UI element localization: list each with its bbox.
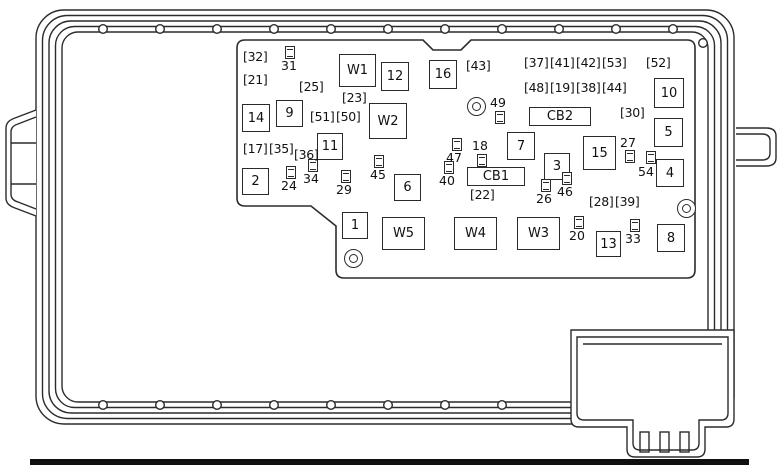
fuse-number-20: 20 [569,228,585,243]
fuse-number-18: 18 [472,138,488,153]
slot-11: 11 [317,133,343,160]
fuse-number-54: 54 [638,164,654,179]
right-tab-outline-1 [736,127,777,167]
fuse-number-27: 27 [620,135,636,150]
slot-w4: W4 [454,217,497,250]
fuse-icon-24 [286,166,296,179]
position-label-17: [17] [243,141,268,156]
mounting-hole-icon-3 [676,198,696,218]
slot-5: 5 [654,118,683,147]
slot-4: 4 [656,159,684,187]
slot-1: 1 [342,212,368,239]
position-label-44: [44] [602,80,627,95]
slot-9: 9 [276,100,303,127]
rim-screws [97,24,709,411]
cover-outline-3 [48,20,722,414]
position-label-22: [22] [470,187,495,202]
fuse-icon-33 [630,219,640,232]
right-tab-outline-2 [736,133,771,161]
slot-12: 12 [381,62,409,91]
fuse-icon-31 [285,46,295,59]
fuse-number-31: 31 [281,58,297,73]
slot-cb1: CB1 [467,167,525,186]
position-label-43: [43] [466,58,491,73]
fuse-icon-45 [374,155,384,168]
fuse-icon-47 [452,138,462,151]
fuse-number-49: 49 [490,95,506,110]
fuse-number-24: 24 [281,178,297,193]
connector-slot-1 [639,431,650,453]
cover-outline-2 [41,14,729,420]
fuse-icon-46 [562,172,572,185]
slot-6: 6 [394,174,421,201]
mounting-hole-icon-1 [466,96,486,116]
position-label-52: [52] [646,55,671,70]
fuse-number-45: 45 [370,167,386,182]
fuse-number-46: 46 [557,184,573,199]
slot-10: 10 [654,78,684,108]
slot-7: 7 [507,132,535,160]
position-label-42: [42] [576,55,601,70]
position-label-21: [21] [243,72,268,87]
left-bracket-outline-2 [10,116,37,210]
fuse-icon-40 [444,161,454,174]
position-label-30: [30] [620,105,645,120]
fuse-icon-26 [541,179,551,192]
position-label-25: [25] [299,79,324,94]
position-label-51: [51] [310,109,335,124]
connector-slot-3 [679,431,690,453]
slot-cb2: CB2 [529,107,591,126]
mounting-hole-icon-2 [343,248,363,268]
slot-8: 8 [657,224,685,252]
position-label-41: [41] [550,55,575,70]
position-label-37: [37] [524,55,549,70]
connector-slot-2 [659,431,670,453]
slot-w5: W5 [382,217,425,250]
fuse-number-29: 29 [336,182,352,197]
slot-w2: W2 [369,103,407,139]
fuse-number-40: 40 [439,173,455,188]
fuse-icon-27 [625,150,635,163]
fuse-icon-34 [308,159,318,172]
position-label-48: [48] [524,80,549,95]
position-label-53: [53] [602,55,627,70]
fuse-icon-18 [477,154,487,167]
cover-extension-outline-1 [570,329,735,458]
fuse-number-26: 26 [536,191,552,206]
fuse-icon-54 [646,151,656,164]
fuse-icon-29 [341,170,351,183]
slot-13: 13 [596,231,621,257]
position-label-50: [50] [336,109,361,124]
fuse-icon-20 [574,216,584,229]
bottom-edge-shadow [30,459,749,465]
left-bracket-outline-1 [5,109,37,217]
fuse-number-33: 33 [625,231,641,246]
slot-14: 14 [242,104,270,132]
cover-extension-outline-2 [576,336,729,451]
position-label-19: [19] [550,80,575,95]
slot-15: 15 [583,136,616,170]
position-label-38: [38] [576,80,601,95]
slot-2: 2 [242,168,269,195]
slot-w1: W1 [339,54,376,87]
position-label-36: [36] [294,147,319,162]
fuse-icon-49 [495,111,505,124]
position-label-28: [28] [589,194,614,209]
fuse-number-34: 34 [303,171,319,186]
position-label-39: [39] [615,194,640,209]
slot-16: 16 [429,60,457,89]
position-label-35: [35] [269,141,294,156]
position-label-23: [23] [342,90,367,105]
slot-w3: W3 [517,217,560,250]
position-label-32: [32] [243,49,268,64]
